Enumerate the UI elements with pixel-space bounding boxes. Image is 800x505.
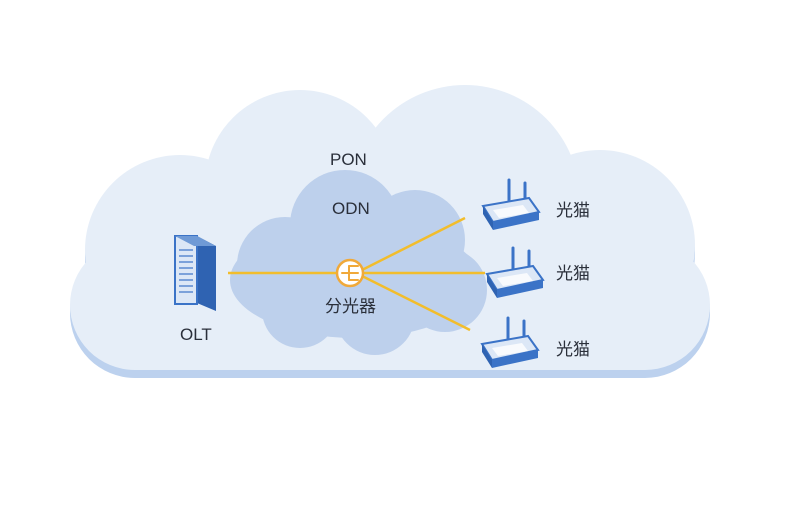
- odn-cloud: [230, 170, 487, 355]
- splitter-label: 分光器: [325, 297, 376, 316]
- olt-cabinet-icon: [174, 235, 216, 311]
- odn-label: ODN: [332, 199, 370, 218]
- olt-label: OLT: [180, 325, 212, 344]
- modem-label-2: 光猫: [556, 264, 590, 283]
- pon-label: PON: [330, 150, 367, 169]
- fiber-links: [228, 216, 485, 332]
- modem-icon-3: [480, 316, 540, 368]
- fiber-splitter-to-modem-3: [361, 274, 471, 332]
- fiber-splitter-to-modem-1: [361, 216, 466, 272]
- modem-icon-1: [481, 178, 541, 230]
- modem-icon-2: [485, 246, 545, 298]
- modem-label-3: 光猫: [556, 340, 590, 359]
- modem-label-1: 光猫: [556, 201, 590, 220]
- splitter-icon: [335, 258, 365, 288]
